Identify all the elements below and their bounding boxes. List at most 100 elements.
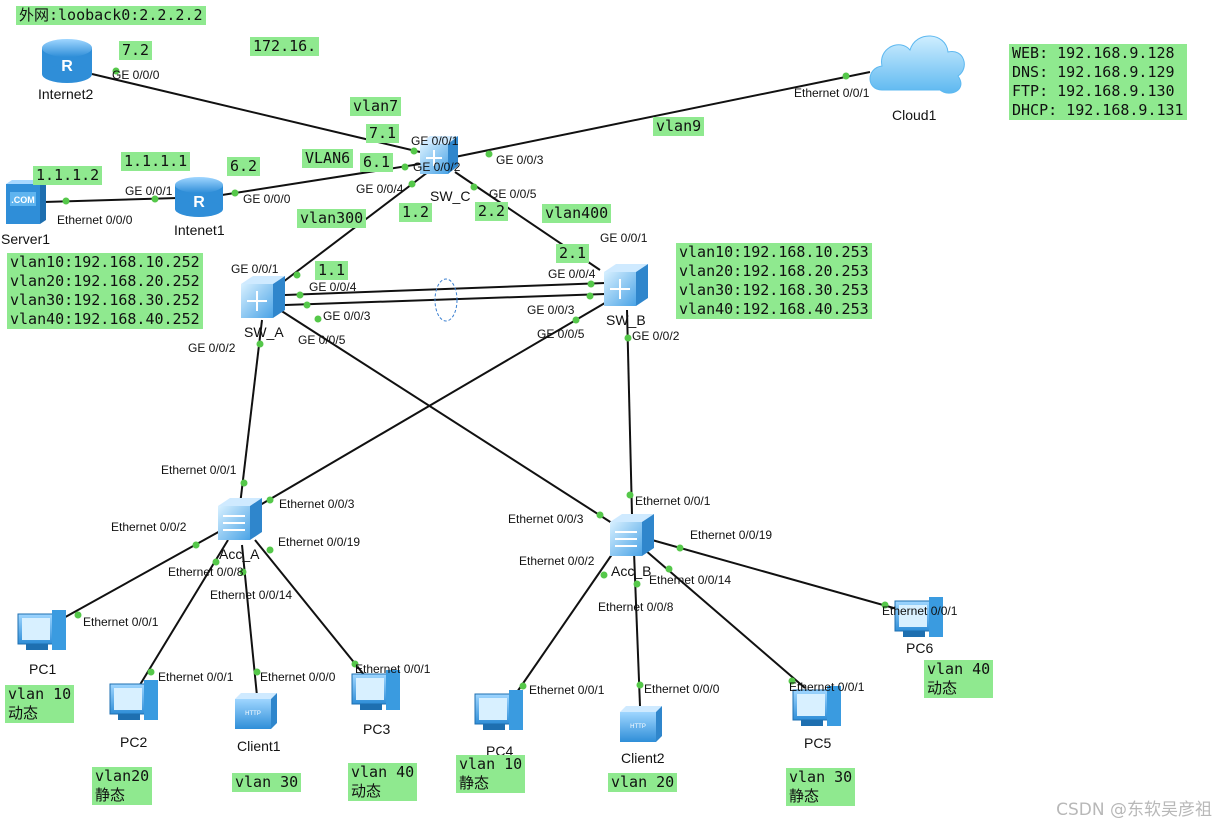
note-vlan7: vlan7 (350, 97, 402, 116)
port-label: Ethernet 0/0/2 (111, 520, 187, 534)
port-label: GE 0/0/1 (231, 262, 279, 276)
port-label: Ethernet 0/0/1 (355, 662, 431, 676)
client1-icon[interactable]: HTTP (235, 693, 277, 729)
link-swc-cloud1[interactable] (449, 71, 871, 159)
port-label: Ethernet 0/0/14 (649, 573, 732, 587)
port-dot (633, 580, 641, 588)
pc1-icon[interactable] (17, 610, 66, 650)
port-dot (240, 479, 248, 487)
pc2-icon[interactable] (109, 680, 158, 720)
port-dot (192, 541, 200, 549)
svg-text:R: R (193, 194, 205, 211)
port-label: Ethernet 0/0/1 (83, 615, 159, 629)
device-name-client2: Client2 (621, 750, 665, 766)
link-swb-accb[interactable] (626, 309, 633, 516)
watermark: CSDN @东软吴彦祖 (1056, 800, 1212, 820)
port-dot (626, 491, 634, 499)
client2-tag-text: HTTP (630, 724, 646, 730)
device-name-cloud1: Cloud1 (892, 107, 937, 123)
port-dot (881, 601, 889, 609)
port-label: GE 0/0/4 (356, 182, 404, 196)
note-loopback: 外网:looback0:2.2.2.2 (16, 6, 206, 25)
note-vlan300: vlan300 (297, 209, 367, 228)
port-dot (519, 682, 527, 690)
port-dot (408, 180, 416, 188)
link-swa-acca[interactable] (239, 319, 263, 506)
port-label: Ethernet 0/0/2 (519, 554, 595, 568)
link-swa-swb-1[interactable] (284, 282, 606, 296)
note-swb-ips: vlan10:192.168.10.253 vlan20:192.168.20.… (676, 243, 872, 319)
device-name-pc3: PC3 (363, 721, 391, 737)
port-label: GE 0/0/1 (125, 184, 173, 198)
note-2-1: 2.1 (556, 244, 590, 263)
link-acca-pc2[interactable] (137, 539, 229, 689)
switch-swa-icon[interactable] (241, 276, 285, 318)
link-accb-pc6[interactable] (651, 539, 916, 615)
port-label: Ethernet 0/0/8 (598, 600, 674, 614)
port-dot (112, 67, 120, 75)
switch-accb-icon[interactable] (610, 514, 654, 556)
server-label-text: .COM (11, 195, 35, 205)
port-dot (624, 334, 632, 342)
port-label: Ethernet 0/0/1 (158, 670, 234, 684)
device-name-accb: Acc_B (611, 563, 652, 579)
link-acca-pc3[interactable] (254, 539, 366, 677)
switch-acca-icon[interactable] (218, 498, 262, 540)
pc4-icon[interactable] (474, 690, 523, 730)
port-dot (256, 340, 264, 348)
link-internet2-swc[interactable] (91, 73, 421, 153)
link-swa-swb-2[interactable] (284, 293, 606, 306)
port-label: GE 0/0/0 (243, 192, 291, 206)
note-172-16: 172.16. (250, 37, 320, 56)
port-label: GE 0/0/0 (112, 68, 160, 82)
port-label: Ethernet 0/0/3 (508, 512, 584, 526)
note-vlan9: vlan9 (653, 117, 705, 136)
cloud1-icon[interactable] (869, 35, 965, 94)
device-name-swa: SW_A (244, 324, 284, 340)
port-dot (842, 72, 850, 80)
device-name-acca: Acc_A (219, 546, 260, 562)
port-dot (296, 291, 304, 299)
pc3-icon[interactable] (351, 670, 400, 710)
note-7-1: 7.1 (366, 124, 400, 143)
link-swb-acca[interactable] (254, 299, 611, 509)
note-1-2: 1.2 (399, 203, 433, 222)
port-dot (596, 511, 604, 519)
note-1-1-1-1: 1.1.1.1 (121, 152, 191, 171)
device-name-server1: Server1 (1, 231, 51, 247)
port-dot (266, 496, 274, 504)
device-name-internet2: Internet2 (38, 86, 94, 102)
client2-icon[interactable]: HTTP (620, 706, 662, 742)
port-dot (314, 315, 322, 323)
note-6-1: 6.1 (360, 153, 394, 172)
links (43, 71, 916, 707)
link-accb-client2[interactable] (633, 551, 641, 707)
pc6-icon[interactable] (894, 597, 943, 637)
port-dot (151, 195, 159, 203)
link-swa-accb[interactable] (279, 309, 616, 526)
note-2-2: 2.2 (475, 202, 509, 221)
port-label: Ethernet 0/0/1 (789, 680, 865, 694)
note-pc1-vlan: vlan 10 动态 (5, 685, 75, 723)
server1-icon[interactable]: .COM (6, 180, 46, 224)
port-label: Ethernet 0/0/1 (794, 86, 870, 100)
switch-swc-icon[interactable] (420, 136, 458, 174)
router-internet2-icon[interactable]: R (42, 39, 92, 83)
pc5-icon[interactable] (792, 686, 841, 726)
port-label: Ethernet 0/0/19 (690, 528, 773, 542)
port-label: Ethernet 0/0/8 (168, 565, 244, 579)
port-label: GE 0/0/4 (309, 280, 357, 294)
port-label: Ethernet 0/0/1 (635, 494, 711, 508)
port-dot (239, 568, 247, 576)
link-accb-pc5[interactable] (644, 549, 806, 689)
switch-swb-icon[interactable] (604, 264, 648, 306)
note-services: WEB: 192.168.9.128 DNS: 192.168.9.129 FT… (1009, 44, 1187, 120)
port-dot (410, 147, 418, 155)
port-dots (62, 67, 889, 690)
port-dot (74, 611, 82, 619)
port-label: GE 0/0/3 (496, 153, 544, 167)
router-intenet1-icon[interactable]: R (175, 177, 223, 217)
device-name-pc2: PC2 (120, 734, 148, 750)
port-dot (293, 271, 301, 279)
link-accb-pc4[interactable] (514, 549, 616, 696)
